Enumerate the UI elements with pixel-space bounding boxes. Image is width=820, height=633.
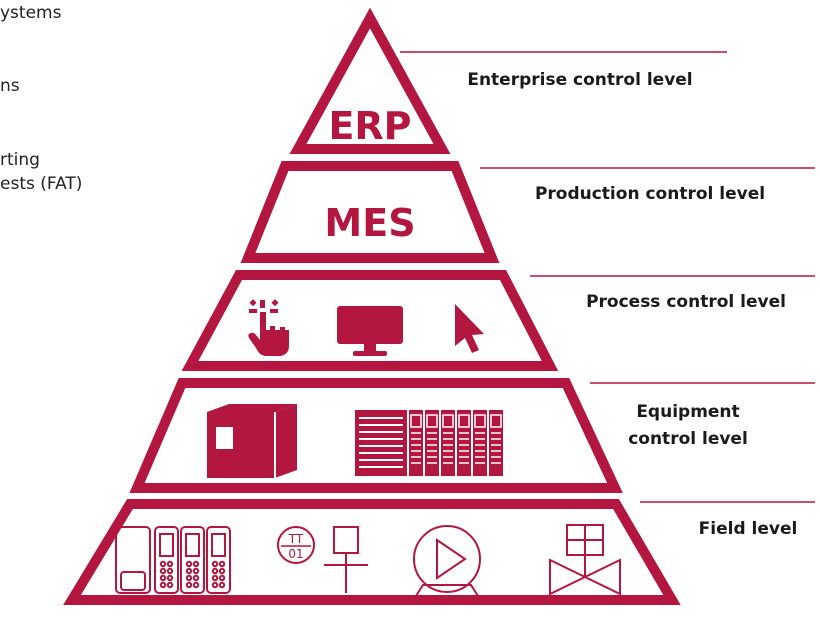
io-rack-icon	[355, 410, 503, 476]
keypad-key	[192, 581, 200, 589]
io-module-window	[458, 414, 470, 428]
label-equipment-control-level: Equipment control level	[608, 399, 768, 453]
keypad-key	[159, 574, 167, 582]
left-text-line-3: rting	[0, 150, 40, 170]
temperature-transmitter-icon: TT 01	[277, 526, 368, 593]
keypad-key	[185, 560, 193, 568]
keypad-key	[166, 567, 174, 575]
transmitter-tag-top: TT	[288, 532, 304, 546]
label-equipment-line-2: control level	[628, 429, 748, 449]
left-text-line-1: ystems	[0, 3, 62, 23]
keypad-key	[211, 581, 219, 589]
keypad-key	[192, 574, 200, 582]
io-module-window	[426, 414, 438, 428]
touch-hand-icon	[248, 299, 289, 356]
tier-outline-equipment	[129, 378, 623, 493]
label-production-control-level: Production control level	[534, 184, 766, 204]
field-devices-icon	[115, 526, 231, 594]
keypad-key	[192, 560, 200, 568]
label-field-level: Field level	[698, 519, 798, 539]
label-enterprise-control-level: Enterprise control level	[467, 70, 693, 90]
keypad-key	[166, 581, 174, 589]
keypad-key	[211, 574, 219, 582]
tier-field: TT 01	[63, 499, 681, 605]
io-module-window	[490, 414, 502, 428]
keypad-key	[185, 581, 193, 589]
keypad-key	[211, 560, 219, 568]
keypad-key	[218, 567, 226, 575]
tier-outline-process	[181, 270, 559, 371]
tier-production: MES	[240, 161, 500, 263]
label-process-control-level: Process control level	[586, 292, 786, 312]
keypad-key	[159, 560, 167, 568]
keypad-key	[166, 560, 174, 568]
keypad-key	[185, 574, 193, 582]
io-module-window	[442, 414, 454, 428]
left-text-line-2: ns	[0, 76, 20, 96]
cursor-arrow-icon	[455, 304, 484, 353]
tier-outline-field	[63, 499, 681, 605]
tier-outline-enterprise	[289, 7, 451, 154]
label-equipment-line-1: Equipment	[636, 402, 740, 422]
keypad-key	[211, 567, 219, 575]
controller-box-icon	[207, 404, 297, 478]
keypad-key	[159, 581, 167, 589]
keypad-key	[185, 567, 193, 575]
left-text-line-4: ests (FAT)	[0, 174, 83, 194]
keypad-key	[218, 574, 226, 582]
tier-enterprise: ERP	[289, 7, 451, 154]
pump-icon	[413, 525, 481, 597]
tier-equipment	[129, 378, 623, 493]
tier-outline-production	[240, 161, 500, 263]
level-guide-lines	[400, 51, 815, 503]
tier-process	[181, 270, 559, 371]
tier-title-mes: MES	[324, 201, 415, 245]
keypad-key	[192, 567, 200, 575]
tier-title-erp: ERP	[328, 104, 411, 148]
io-module-window	[474, 414, 486, 428]
monitor-icon	[337, 306, 403, 356]
keypad-key	[159, 567, 167, 575]
control-valve-icon	[549, 524, 621, 596]
transmitter-tag-bottom: 01	[288, 547, 303, 561]
keypad-key	[218, 581, 226, 589]
io-module-window	[410, 414, 422, 428]
keypad-key	[166, 574, 174, 582]
keypad-key	[218, 560, 226, 568]
